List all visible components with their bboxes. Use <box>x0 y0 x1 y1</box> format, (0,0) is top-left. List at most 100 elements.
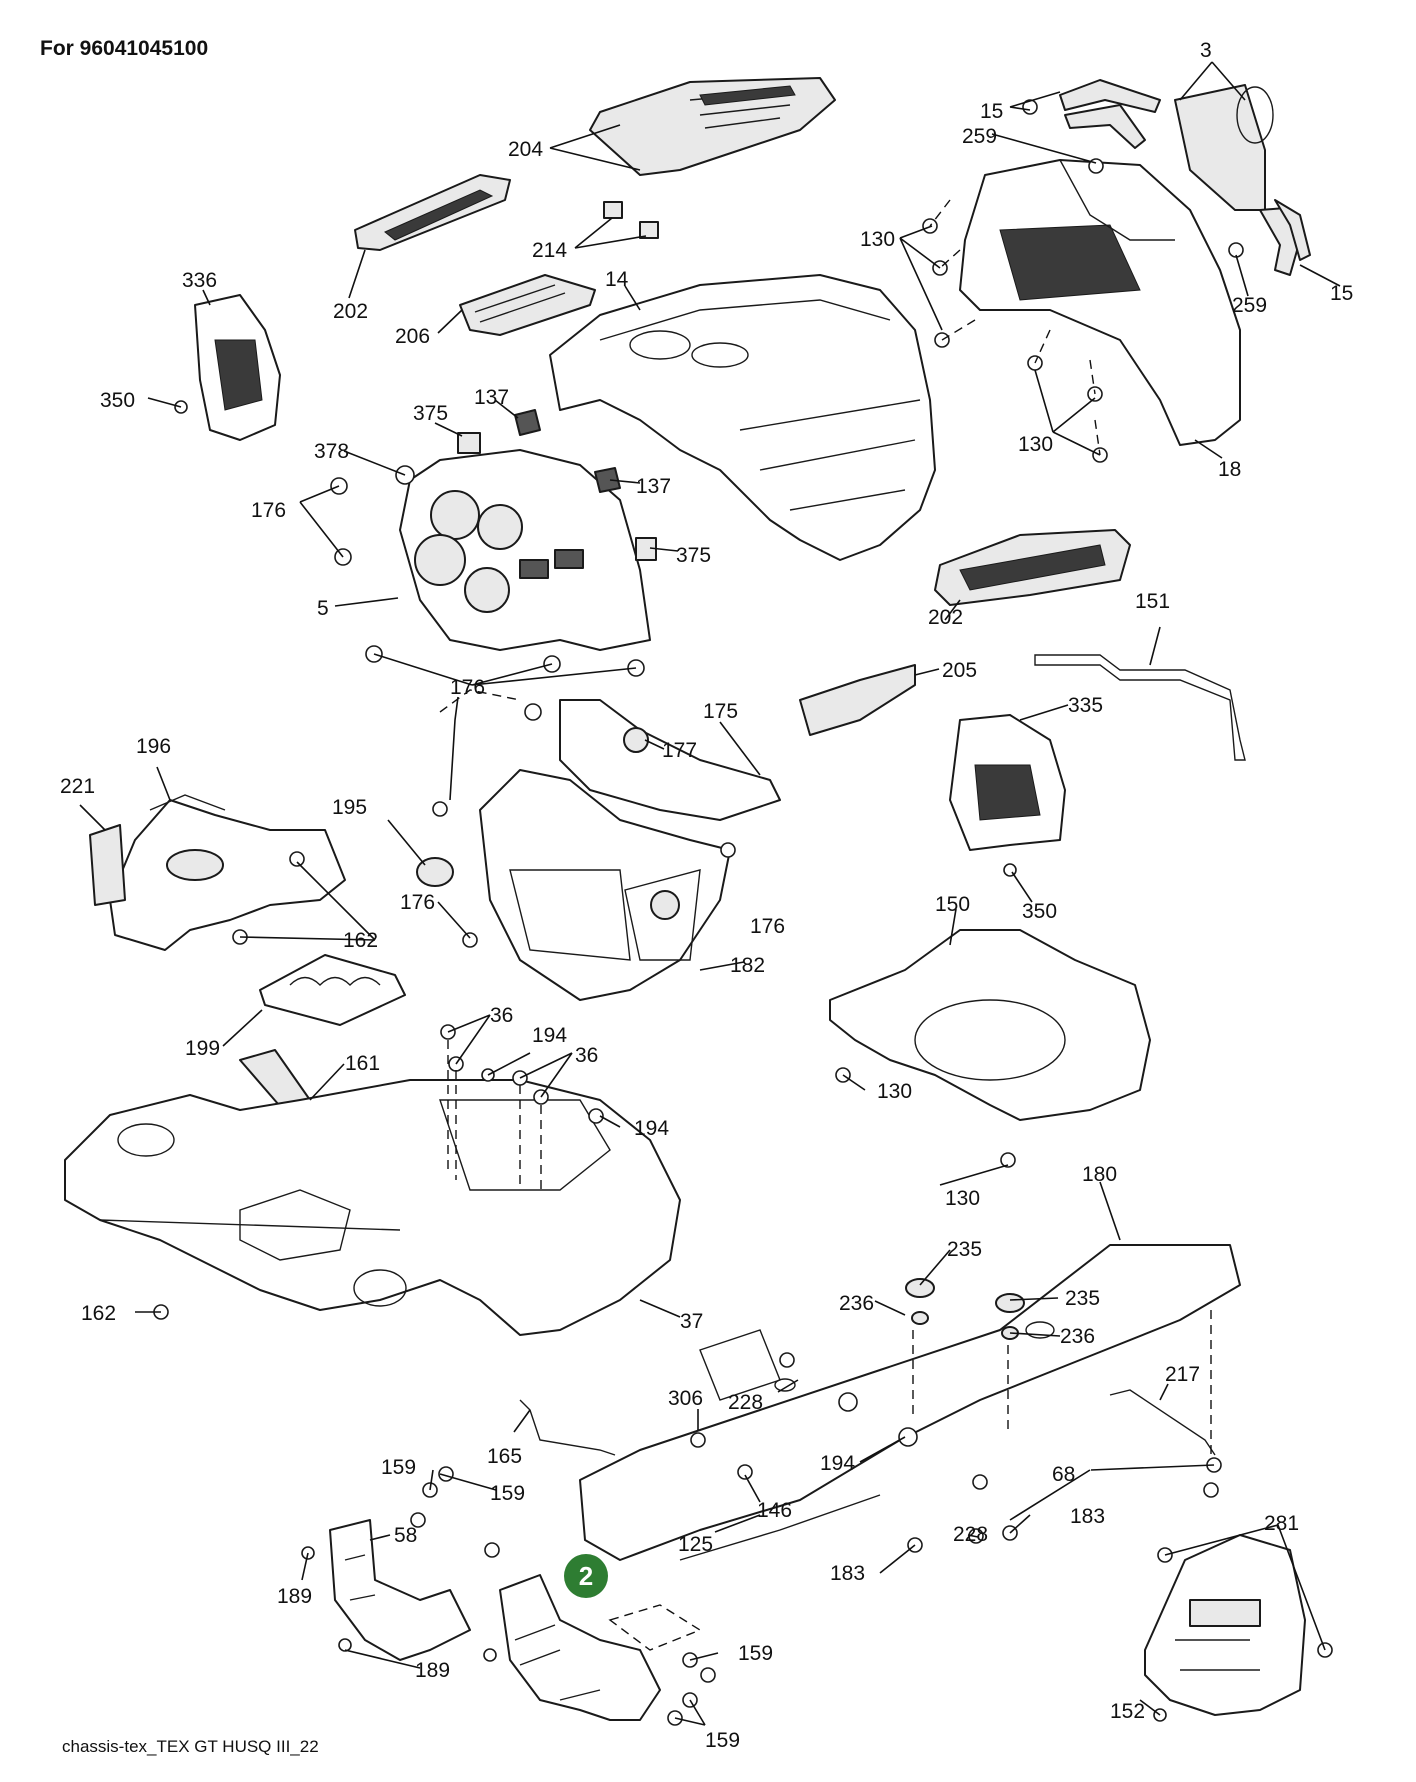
callout: 378 <box>314 440 349 463</box>
callout: 152 <box>1110 1700 1145 1723</box>
callout: 130 <box>1018 433 1053 456</box>
callout: 15 <box>1330 282 1353 305</box>
callout: 195 <box>332 796 367 819</box>
callout: 194 <box>634 1117 669 1140</box>
callout: 5 <box>317 597 329 620</box>
callout: 235 <box>1065 1287 1100 1310</box>
part-clip-b <box>639 221 659 239</box>
callout: 159 <box>705 1729 740 1752</box>
callout: 37 <box>680 1310 703 1333</box>
part-clip-137-b <box>594 467 621 493</box>
part-plate-199 <box>259 954 406 1026</box>
callout: 306 <box>668 1387 703 1410</box>
part-spacer-375-a <box>457 432 481 454</box>
callout: 36 <box>490 1004 513 1027</box>
callout: 15 <box>980 100 1003 123</box>
callout: 177 <box>662 739 697 762</box>
badge-value: 2 <box>579 1561 593 1591</box>
part-front-bracket <box>499 1574 661 1721</box>
part-hood-top <box>589 77 836 176</box>
callout: 194 <box>820 1452 855 1475</box>
callout: 151 <box>1135 590 1170 613</box>
part-clip-a <box>603 201 623 219</box>
callout: 175 <box>703 700 738 723</box>
part-clip-137-a <box>514 409 541 436</box>
part-handle-side <box>1259 199 1311 276</box>
part-floor-pan <box>829 929 1151 1121</box>
part-rod-217 <box>1109 1389 1216 1456</box>
part-steering-bracket <box>559 699 781 821</box>
callout: 165 <box>487 1445 522 1468</box>
part-side-panel-left <box>194 294 281 441</box>
part-lower-dash <box>479 769 731 1001</box>
callout: 196 <box>136 735 171 758</box>
callout: 236 <box>1060 1325 1095 1348</box>
callout: 36 <box>575 1044 598 1067</box>
callout: 176 <box>450 676 485 699</box>
callout: 228 <box>728 1391 763 1414</box>
callout: 350 <box>100 389 135 412</box>
callout: 202 <box>928 606 963 629</box>
callout: 350 <box>1022 900 1057 923</box>
callout: 259 <box>962 125 997 148</box>
assembly-lines <box>439 199 1212 1651</box>
callout: 214 <box>532 239 567 262</box>
callout: 183 <box>830 1562 865 1585</box>
callout: 205 <box>942 659 977 682</box>
callout: 228 <box>953 1523 988 1546</box>
callout: 150 <box>935 893 970 916</box>
part-handle-top <box>1059 79 1161 149</box>
part-cap-195 <box>416 857 454 887</box>
page-title: For 96041045100 <box>40 37 208 60</box>
callout: 18 <box>1218 458 1241 481</box>
part-decal-221 <box>89 824 126 906</box>
callout: 217 <box>1165 1363 1200 1386</box>
callout: 375 <box>676 544 711 567</box>
part-dashboard <box>399 449 651 651</box>
callout: 235 <box>947 1238 982 1261</box>
callout: 176 <box>251 499 286 522</box>
callout: 206 <box>395 325 430 348</box>
callout: 182 <box>730 954 765 977</box>
callout: 162 <box>81 1302 116 1325</box>
part-front-grille <box>934 529 1131 606</box>
leader-lines <box>79 61 1341 1726</box>
callout: 176 <box>400 891 435 914</box>
callout: 281 <box>1264 1512 1299 1535</box>
part-bracket-151 <box>1034 654 1246 761</box>
callout: 161 <box>345 1052 380 1075</box>
callout: 189 <box>277 1585 312 1608</box>
callout: 180 <box>1082 1163 1117 1186</box>
badge-circle <box>564 1554 608 1598</box>
callout-labels: 3 15 259 204 130 214 259 15 202 14 336 2… <box>60 39 1353 1752</box>
highlight-badge: 2 <box>564 1554 608 1598</box>
callout: 3 <box>1200 39 1212 62</box>
part-main-frame <box>579 1244 1241 1561</box>
part-rear-fender <box>64 1079 681 1336</box>
callout: 335 <box>1068 694 1103 717</box>
callout: 336 <box>182 269 217 292</box>
callout: 130 <box>945 1187 980 1210</box>
part-bushings <box>905 1278 1025 1340</box>
part-tank-cover <box>109 794 346 951</box>
callout: 189 <box>415 1659 450 1682</box>
callout: 14 <box>605 268 629 291</box>
callout: 162 <box>343 929 378 952</box>
part-grille-strip-205 <box>799 664 916 736</box>
part-bracket-58 <box>329 1519 471 1661</box>
callout: 183 <box>1070 1505 1105 1528</box>
callout: 130 <box>860 228 895 251</box>
part-dash-plate <box>1174 84 1274 211</box>
callout: 202 <box>333 300 368 323</box>
diagram-caption: chassis-tex_TEX GT HUSQ III_22 <box>62 1737 319 1756</box>
callout: 130 <box>877 1080 912 1103</box>
part-side-grille-left <box>354 174 511 251</box>
callout: 159 <box>490 1482 525 1505</box>
callout: 125 <box>678 1533 713 1556</box>
callout: 146 <box>757 1499 792 1522</box>
callout: 236 <box>839 1292 874 1315</box>
part-front-fender <box>959 159 1241 446</box>
part-small-grille <box>459 274 596 336</box>
callout: 194 <box>532 1024 567 1047</box>
